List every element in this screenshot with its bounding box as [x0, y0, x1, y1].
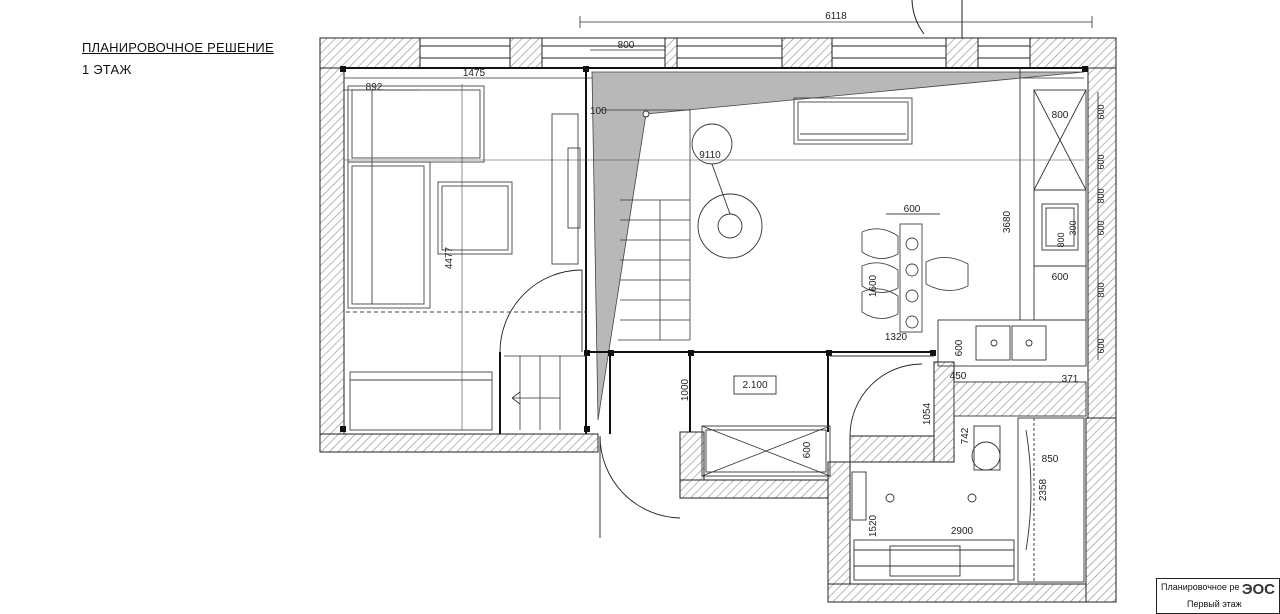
- dim-2358: 2358: [1038, 478, 1049, 501]
- dim-450: 450: [950, 371, 967, 382]
- dim-600-hall: 600: [802, 441, 813, 458]
- dim-600-table: 600: [904, 204, 921, 215]
- hall: [599, 355, 934, 538]
- kitchen: [937, 68, 1099, 367]
- stamp-row1: Планировочное ре: [1161, 582, 1240, 592]
- dim-9110: 9110: [699, 150, 721, 161]
- interior-walls: [344, 67, 1084, 434]
- dim-600-r4: 600: [1096, 220, 1106, 235]
- dim-window-top: 800: [618, 40, 635, 51]
- wall-posts: [340, 66, 1088, 432]
- room-label: 2.100: [742, 380, 767, 391]
- bench: [793, 97, 913, 145]
- title-block: Планировочное ре Первый этаж ЭОС: [1156, 578, 1280, 614]
- stamp-row2: Первый этаж: [1187, 599, 1242, 609]
- plan-subtitle: 1 ЭТАЖ: [82, 62, 132, 77]
- plan-title: ПЛАНИРОВОЧНОЕ РЕШЕНИЕ: [82, 40, 274, 55]
- dim-800-cab: 800: [1052, 110, 1069, 121]
- dining-set: [861, 213, 969, 333]
- stairs: [504, 109, 691, 430]
- dim-1600: 1600: [868, 274, 879, 297]
- dim-1000: 1000: [680, 378, 691, 401]
- living-room: [344, 84, 1084, 431]
- dim-1320: 1320: [885, 332, 908, 343]
- stamp-logo: ЭОС: [1241, 581, 1275, 598]
- dim-1475-a: 1475: [463, 68, 486, 79]
- windows: [420, 45, 1030, 59]
- dim-1520: 1520: [868, 514, 879, 537]
- dim-3680: 3680: [1002, 210, 1013, 233]
- walls: [319, 37, 1117, 603]
- dim-800-r3: 800: [1096, 188, 1106, 203]
- dim-100: 100: [590, 106, 607, 117]
- dim-600-r1: 600: [1096, 104, 1106, 119]
- dim-4477: 4477: [444, 246, 455, 269]
- stair-void: [591, 71, 1085, 421]
- door-arc-top: [911, 0, 925, 35]
- dim-600-sink: 600: [1052, 272, 1069, 283]
- dim-600-sink-v: 600: [954, 339, 965, 356]
- dim-600-r6: 600: [1096, 338, 1106, 353]
- dim-1054: 1054: [922, 402, 933, 425]
- dim-300: 300: [1068, 220, 1078, 235]
- dim-892: 892: [366, 82, 383, 93]
- dim-850: 850: [1042, 454, 1059, 465]
- dim-2900: 2900: [951, 526, 974, 537]
- dim-742: 742: [960, 427, 971, 444]
- bathroom: [851, 381, 1087, 583]
- dim-total-width: 6118: [825, 11, 847, 22]
- dim-800-oven: 800: [1056, 232, 1066, 247]
- dim-800-r5: 800: [1096, 282, 1106, 297]
- dim-371: 371: [1062, 374, 1079, 385]
- pendant-lamp: [642, 110, 763, 259]
- dim-600-r2: 600: [1096, 154, 1106, 169]
